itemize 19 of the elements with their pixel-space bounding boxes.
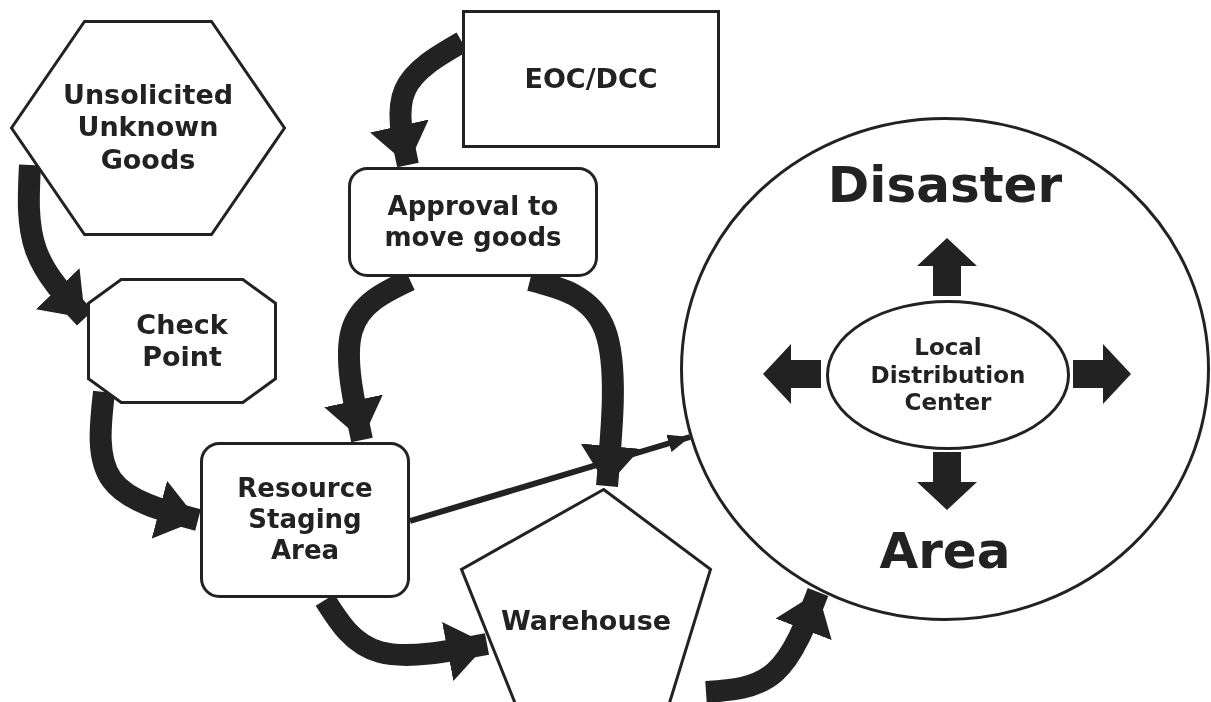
node-label: Area	[879, 521, 1011, 581]
node-label: Warehouse	[499, 604, 672, 637]
hexagon-node	[10, 20, 286, 236]
curved-arrow	[89, 390, 201, 539]
circle-node	[680, 117, 1210, 621]
node-label: Disaster	[827, 155, 1063, 215]
node-label: Check Point	[135, 308, 229, 374]
pentagon-node	[460, 488, 712, 702]
node-label: EOC/DCC	[523, 62, 659, 96]
node-label: Approval to move goods	[383, 190, 563, 254]
ellipse-node	[826, 300, 1070, 450]
octagon-node	[87, 278, 277, 404]
arrow	[409, 434, 691, 524]
node-label: Resource Staging Area	[236, 473, 374, 567]
node-label: Unsolicited Unknown Goods	[61, 79, 235, 177]
process-box	[462, 10, 720, 148]
process-box	[200, 442, 410, 598]
node-label: Local Distribution Center	[869, 333, 1027, 417]
process-box	[348, 167, 598, 277]
